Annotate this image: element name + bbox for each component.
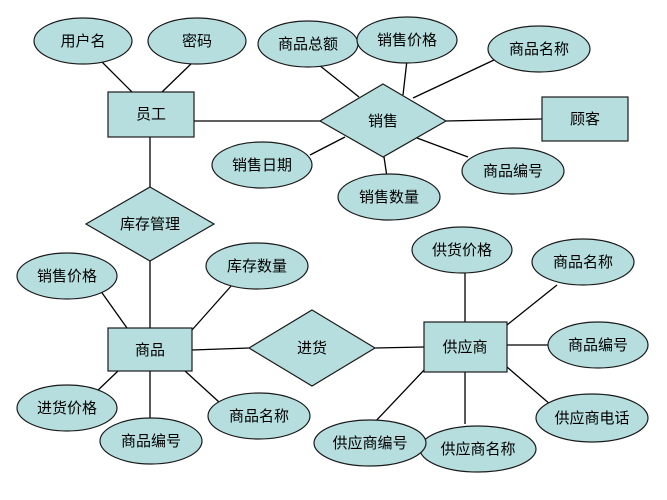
attribute-supplier-product-no: 商品编号	[547, 321, 649, 369]
attribute-label: 商品编号	[568, 336, 628, 354]
entity-employee-label: 员工	[136, 105, 166, 123]
attribute-label: 商品名称	[229, 407, 289, 425]
relationship-sale-label: 销售	[368, 112, 398, 130]
attribute-sale-date: 销售日期	[211, 141, 313, 189]
attribute-sale-product-no: 商品编号	[461, 147, 565, 195]
attribute-label: 用户名	[60, 32, 105, 50]
attribute-label: 销售价格	[37, 267, 97, 285]
attribute-employee-username: 用户名	[33, 17, 133, 65]
attribute-label: 商品名称	[509, 40, 569, 58]
attribute-sale-total: 商品总额	[257, 20, 359, 68]
entity-customer: 顾客	[541, 96, 629, 142]
attribute-label: 供货价格	[432, 241, 492, 259]
entity-customer-label: 顾客	[570, 110, 600, 128]
attribute-label: 销售价格	[377, 31, 437, 49]
entity-product-label: 商品	[135, 341, 165, 359]
attribute-supplier-phone: 供应商电话	[535, 393, 649, 443]
entity-supplier: 供应商	[423, 321, 508, 373]
relationship-inventory: 库存管理	[84, 186, 216, 262]
attribute-label: 进货价格	[37, 399, 97, 417]
attribute-sale-quantity: 销售数量	[337, 173, 441, 221]
attribute-label: 供应商编号	[332, 434, 407, 452]
attribute-supplier-no: 供应商编号	[313, 419, 427, 467]
attribute-label: 密码	[182, 32, 212, 50]
attribute-label: 商品总额	[278, 35, 338, 53]
connectors	[94, 59, 558, 425]
entity-employee: 员工	[107, 91, 195, 138]
attribute-product-purchase-price: 进货价格	[16, 384, 118, 432]
attribute-label: 销售日期	[232, 156, 292, 174]
attribute-label: 商品名称	[553, 253, 613, 271]
entity-supplier-label: 供应商	[442, 338, 487, 356]
attribute-label: 销售数量	[359, 188, 419, 206]
entity-product: 商品	[107, 327, 193, 372]
attribute-label: 商品编号	[483, 162, 543, 180]
attribute-product-name: 商品名称	[207, 392, 311, 440]
attribute-label: 商品编号	[121, 432, 181, 450]
attribute-label: 供应商电话	[554, 409, 629, 427]
attribute-employee-password: 密码	[147, 17, 247, 65]
attribute-supplier-supply-price: 供货价格	[411, 226, 513, 274]
attribute-product-no: 商品编号	[99, 417, 203, 465]
attribute-supplier-product-name: 商品名称	[531, 238, 635, 286]
attribute-label: 供应商名称	[440, 440, 515, 458]
relationship-purchase-label: 进货	[297, 339, 327, 357]
relationship-purchase: 进货	[247, 309, 377, 387]
relationship-inventory-label: 库存管理	[120, 215, 180, 233]
attribute-sale-product-name: 商品名称	[487, 25, 591, 73]
attribute-sale-price: 销售价格	[356, 16, 458, 64]
attribute-inventory-quantity: 库存数量	[205, 242, 309, 290]
attribute-supplier-name: 供应商名称	[419, 425, 537, 473]
relationship-sale: 销售	[318, 83, 448, 158]
attribute-label: 库存数量	[227, 257, 287, 275]
attribute-product-sale-price: 销售价格	[16, 252, 118, 300]
